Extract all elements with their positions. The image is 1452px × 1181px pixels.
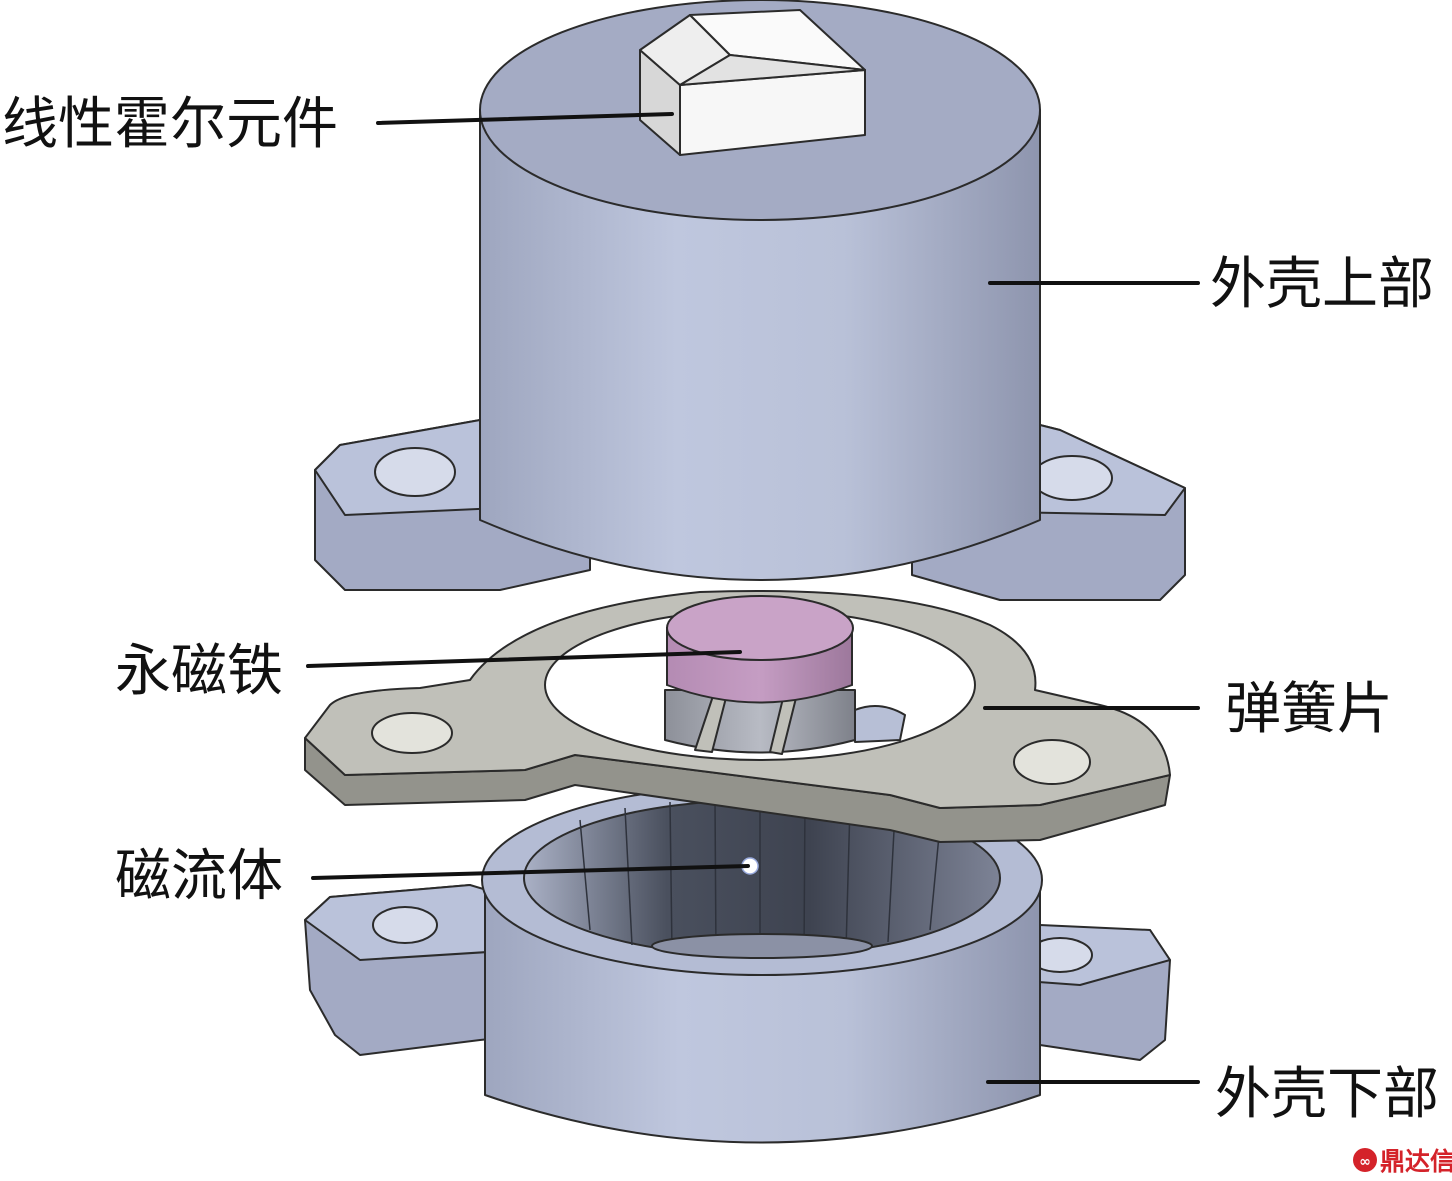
spring-plate-hole-left [371,712,453,754]
label-linear-hall-element: 线性霍尔元件 [2,92,338,157]
upper-shell-hole-right [1031,455,1113,501]
hall-element-top-ridge [679,54,866,86]
lower-shell-hole-left [372,906,438,944]
label-magnetic-fluid: 磁流体 [115,844,283,909]
leader-permanent-magnet [306,650,742,668]
watermark: ∞ 鼎达信 [1353,1147,1452,1176]
permanent-magnet [666,595,854,704]
label-spring-plate: 弹簧片 [1225,677,1393,742]
leader-hall-element [376,112,674,125]
upper-shell-hole-left [374,447,456,497]
label-upper-shell: 外壳上部 [1210,252,1434,317]
lower-shell [304,784,1171,1144]
label-lower-shell: 外壳下部 [1215,1062,1439,1127]
leader-magnetic-fluid [311,864,750,880]
spring-plate-hole-right [1013,739,1091,785]
lower-shell-bore-ribs [579,799,941,956]
leader-lines [306,112,1200,1084]
watermark-text: 鼎达信 [1380,1147,1452,1176]
label-permanent-magnet: 永磁铁 [115,639,283,704]
watermark-logo-glyph: ∞ [1359,1154,1371,1170]
permanent-magnet-top [666,595,854,661]
magnet-stem-shadow [854,705,906,743]
upper-shell-body [479,109,1041,581]
watermark-logo-icon [1353,1148,1377,1172]
lower-shell-bore-floor [651,933,873,959]
linear-hall-element [639,9,866,156]
